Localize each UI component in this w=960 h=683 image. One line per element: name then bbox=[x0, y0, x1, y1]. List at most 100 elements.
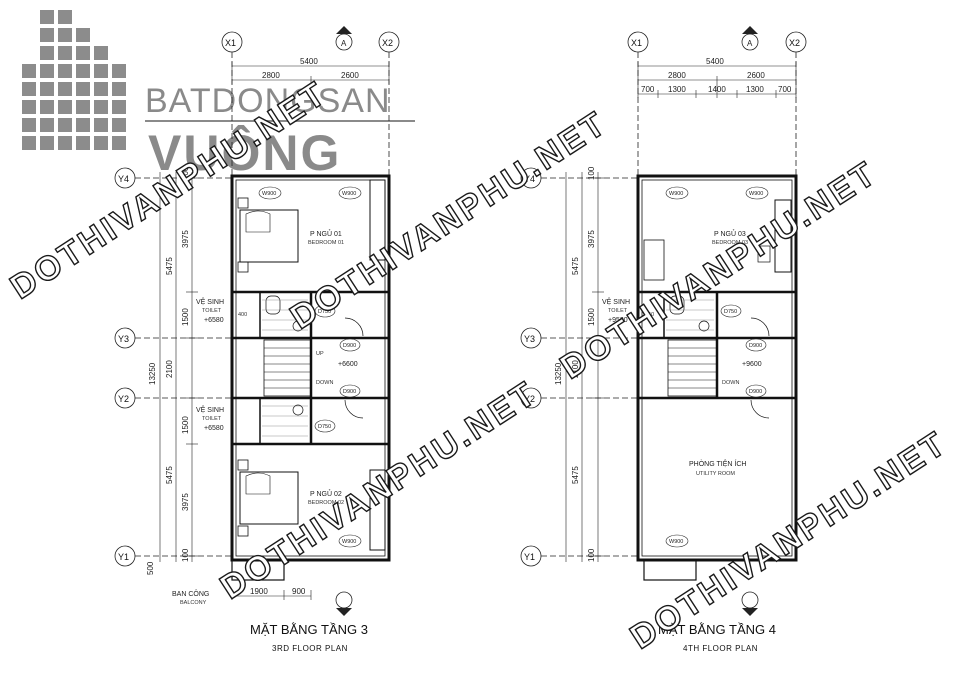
svg-text:A: A bbox=[747, 39, 753, 48]
floor3-plan bbox=[230, 174, 391, 581]
f3-door-d900b: D900 bbox=[343, 389, 356, 395]
f3-dim-b: 2600 bbox=[341, 71, 359, 80]
f3-bedroom2-en: BEDROOM 02 bbox=[308, 500, 344, 506]
f3-door-d750b: D750 bbox=[318, 424, 331, 430]
f4-utility-label: PHÒNG TIỆN ÍCH bbox=[689, 459, 746, 468]
f4-axis-x1: X1 bbox=[631, 38, 642, 48]
f3-bedroom1-label: P NGỦ 01 bbox=[310, 229, 342, 238]
axis-x2-label: X2 bbox=[382, 38, 393, 48]
axis-y2-label: Y2 bbox=[118, 394, 129, 404]
f3-dim-total-v: 13250 bbox=[148, 362, 157, 385]
logo-line1: BATDONGSAN bbox=[145, 82, 391, 120]
floor4-left-dims bbox=[565, 172, 604, 562]
floor3-bottom-dims bbox=[231, 590, 312, 600]
f4-dim-c5: 700 bbox=[778, 85, 792, 94]
f3-balcony-label: BAN CÔNG bbox=[172, 589, 209, 598]
f3-dim-bottom-b: 900 bbox=[292, 587, 306, 596]
section-marker-icon: A bbox=[335, 26, 353, 51]
floor4-subtitle: 4TH FLOOR PLAN bbox=[683, 644, 758, 653]
f4-dim-d2: 3975 bbox=[587, 230, 596, 248]
f4-axis-x2: X2 bbox=[789, 38, 800, 48]
f4-wall-dim: 250 bbox=[645, 312, 654, 318]
f3-toilet-label: VỆ SINH bbox=[196, 297, 224, 306]
f4-down-label: DOWN bbox=[722, 380, 739, 386]
f4-dim-d1: 5475 bbox=[571, 257, 580, 275]
f4-bedroom3-en: BEDROOM 03 bbox=[712, 240, 748, 246]
f3-door-w900b: W900 bbox=[342, 191, 356, 197]
axis-y4-label: Y4 bbox=[118, 174, 129, 184]
f4-door-w900c: W900 bbox=[669, 539, 683, 545]
f4-axis-y4: Y4 bbox=[524, 174, 535, 184]
f3-dim-d4: 2100 bbox=[165, 360, 174, 378]
floor3-top-dims bbox=[231, 62, 390, 84]
f4-dim-d3: 1500 bbox=[587, 308, 596, 326]
f4-dim-a: 2800 bbox=[668, 71, 686, 80]
f3-wall-dim: 400 bbox=[238, 312, 247, 318]
f4-dim-c4: 1300 bbox=[746, 85, 764, 94]
section-marker-bottom-icon bbox=[335, 591, 353, 616]
f4-dim-b: 2600 bbox=[747, 71, 765, 80]
floor4-plan bbox=[636, 174, 798, 581]
floor4-tile-hatch bbox=[666, 299, 714, 331]
f4-door-d900b: D900 bbox=[749, 389, 762, 395]
floor4-title: MẶT BẰNG TẦNG 4 bbox=[658, 622, 776, 637]
axis-x1-label: X1 bbox=[225, 38, 236, 48]
f4-bedroom3-label: P NGỦ 03 bbox=[714, 229, 746, 238]
floor3-title: MẶT BẰNG TẦNG 3 bbox=[250, 622, 368, 637]
f4-dim-d4: 2100 bbox=[571, 360, 580, 378]
f3-toilet2-en: TOILET bbox=[202, 416, 222, 422]
f3-door-d900a: D900 bbox=[343, 343, 356, 349]
f4-door-w900b: W900 bbox=[749, 191, 763, 197]
floor3-door-tags bbox=[258, 186, 362, 548]
f3-bedroom2-label: P NGỦ 02 bbox=[310, 489, 342, 498]
f4-toilet-en: TOILET bbox=[608, 308, 628, 314]
f3-dim-d5: 1500 bbox=[181, 416, 190, 434]
f4-axis-y1: Y1 bbox=[524, 552, 535, 562]
floor3-left-dims bbox=[159, 172, 198, 562]
floor3-tile-hatch bbox=[262, 299, 308, 437]
f3-toilet2-label: VỆ SINH bbox=[196, 405, 224, 414]
f3-dim-d9: 100 bbox=[181, 548, 190, 562]
f3-toilet2-level: +6580 bbox=[204, 425, 224, 432]
f4-dim-total: 5400 bbox=[706, 57, 724, 66]
f3-stair-level: +6600 bbox=[338, 361, 358, 368]
f3-dim-d8: 100 bbox=[181, 166, 190, 180]
f4-dim-total-v: 13250 bbox=[554, 362, 563, 385]
f4-door-d750a: D750 bbox=[724, 309, 737, 315]
floor3-subtitle: 3RD FLOOR PLAN bbox=[272, 644, 348, 653]
f4-section-marker-bottom-icon bbox=[741, 591, 759, 616]
f3-dim-d1: 5475 bbox=[165, 257, 174, 275]
f3-up-label: UP bbox=[316, 351, 324, 357]
f4-toilet-label: VỆ SINH bbox=[602, 297, 630, 306]
axis-y3-label: Y3 bbox=[118, 334, 129, 344]
f3-down-label: DOWN bbox=[316, 380, 333, 386]
f3-balcony-en: BALCONY bbox=[180, 600, 207, 606]
f3-toilet-en: TOILET bbox=[202, 308, 222, 314]
f4-dim-c2: 1300 bbox=[668, 85, 686, 94]
f3-dim-d2: 3975 bbox=[181, 230, 190, 248]
f4-dim-d6: 100 bbox=[587, 166, 596, 180]
f4-toilet-level: +9580 bbox=[608, 317, 628, 324]
logo-grid-icon bbox=[22, 10, 126, 150]
f4-axis-y3: Y3 bbox=[524, 334, 535, 344]
f3-door-w900a: W900 bbox=[262, 191, 276, 197]
f4-section-marker-icon: A bbox=[741, 26, 759, 51]
f3-dim-a: 2800 bbox=[262, 71, 280, 80]
logo-line2: VUÔNG bbox=[148, 124, 341, 181]
f4-utility-en: UTILITY ROOM bbox=[696, 471, 735, 477]
f3-dim-bottom-a: 1900 bbox=[250, 587, 268, 596]
watermark-3: DOTHIVANPHU.NET bbox=[214, 374, 544, 607]
f4-dim-d5: 5475 bbox=[571, 466, 580, 484]
watermark-4: DOTHIVANPHU.NET bbox=[554, 154, 884, 387]
f3-dim-d10: 500 bbox=[146, 561, 155, 575]
f3-bedroom1-en: BEDROOM 01 bbox=[308, 240, 344, 246]
f3-dim-d7: 3975 bbox=[181, 493, 190, 511]
f4-dim-c3: 1400 bbox=[708, 85, 726, 94]
f4-door-w900a: W900 bbox=[669, 191, 683, 197]
f4-dim-d7: 100 bbox=[587, 548, 596, 562]
f4-door-d900a: D900 bbox=[749, 343, 762, 349]
f3-door-d750a: D750 bbox=[318, 309, 331, 315]
f3-dim-total: 5400 bbox=[300, 57, 318, 66]
